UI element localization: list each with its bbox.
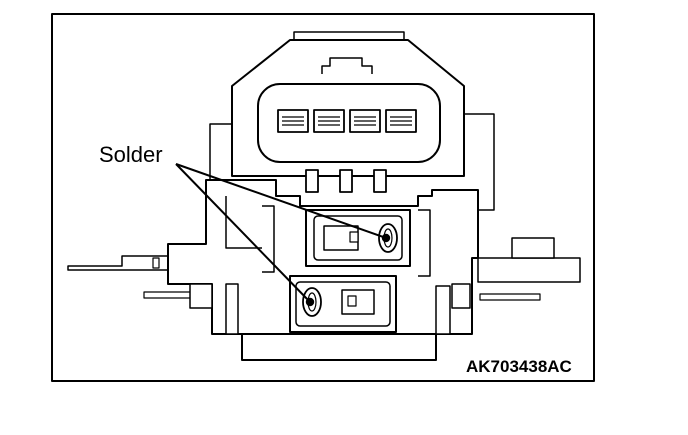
rear-plate-left (209, 123, 232, 180)
solder-leader-lines (175, 163, 391, 307)
upper-leader-dot (381, 233, 391, 243)
right-post-2 (451, 283, 471, 309)
left-fin (262, 205, 275, 273)
right-tab-block (511, 237, 555, 259)
left-post (225, 283, 239, 335)
bottom-block (241, 333, 437, 361)
figure-reference-code: AK703438AC (466, 357, 572, 376)
right-mounting-tab (477, 257, 581, 283)
connector-socket (257, 83, 441, 163)
right-lower-strip (479, 293, 541, 301)
connector-latch (321, 57, 373, 74)
connector-top-ledge (293, 31, 405, 40)
left-bracket (189, 283, 213, 309)
solder-callout-label: Solder (99, 142, 163, 167)
connector-leads (305, 169, 387, 193)
right-fin (418, 209, 431, 277)
lower-terminal-clip (341, 289, 375, 315)
left-tab-slot (152, 257, 160, 269)
right-post (435, 285, 451, 335)
lower-leader-dot (305, 297, 315, 307)
